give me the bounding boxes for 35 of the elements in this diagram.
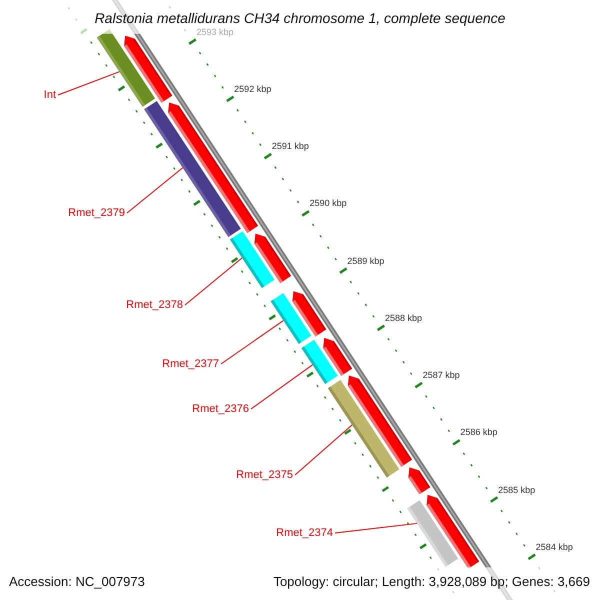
gene-label: Rmet_2377 <box>162 357 219 371</box>
gene-label: Rmet_2378 <box>126 298 183 312</box>
scale-label: 2586 kbp <box>460 427 498 438</box>
gene-segment <box>254 234 292 284</box>
gene-segment <box>292 291 326 336</box>
scale-label: 2589 kbp <box>347 256 384 267</box>
gene-segment <box>348 376 412 467</box>
scale-label: 2585 kbp <box>498 484 536 496</box>
footer-text: Topology: circular; Length: 3,928,089 bp; Genes: 3,669 <box>273 573 590 590</box>
scale-label: 2584 kbp <box>536 542 573 553</box>
leader-line <box>334 522 418 534</box>
scale-label: 2592 kbp <box>234 84 272 95</box>
footer-text: Accession: NC_007973 <box>9 573 145 590</box>
leader-line <box>294 424 353 476</box>
gene-segment <box>408 467 430 494</box>
gene-segment <box>426 494 480 569</box>
leader-line <box>126 167 184 214</box>
gene-label: Rmet_2379 <box>68 206 125 220</box>
scale-label: 2591 kbp <box>272 141 309 152</box>
scale-label: 2588 kbp <box>384 312 422 324</box>
scale-label: 2590 kbp <box>310 198 347 210</box>
leader-line <box>58 71 120 96</box>
gene-label: Int <box>44 88 56 102</box>
gene-label: Rmet_2376 <box>192 402 249 416</box>
leader-line <box>250 364 314 410</box>
gene-segment <box>124 36 172 103</box>
scale-label: 2593 kbp <box>196 26 234 38</box>
leader-line <box>220 320 284 364</box>
gene-label: Rmet_2374 <box>276 526 333 540</box>
gene-segment <box>323 338 352 376</box>
gene-segment <box>168 102 258 233</box>
title: Ralstonia metallidurans CH34 chromosome 1, complete sequence <box>94 9 506 27</box>
scale-label: 2587 kbp <box>422 370 460 382</box>
gene-label: Rmet_2375 <box>236 468 293 482</box>
leader-line <box>184 257 243 306</box>
